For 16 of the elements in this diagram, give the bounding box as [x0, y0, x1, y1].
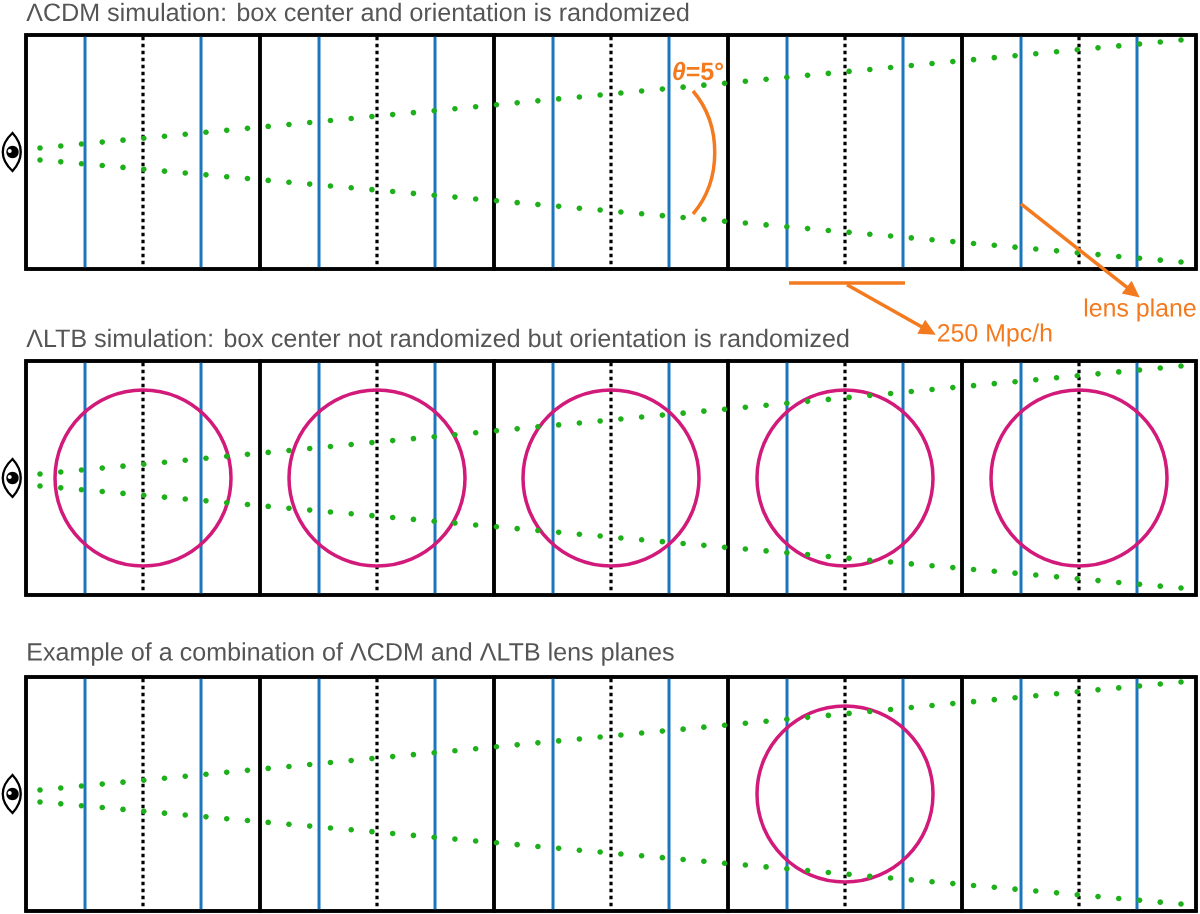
panel-heading: ΛCDM simulation: box center and orientation is randomized — [26, 2, 689, 22]
circle — [755, 704, 935, 884]
circle — [989, 388, 1169, 568]
simulation-box — [960, 359, 1198, 597]
panel-heading: ΛLTB simulation: box center not randomized but orientation is randomized — [26, 328, 849, 348]
dimension-bar — [789, 281, 905, 285]
circle — [521, 388, 701, 568]
circle — [755, 388, 935, 568]
panel-heading: Example of a combination of ΛCDM and ΛLTB lens planes — [28, 642, 674, 666]
circle — [287, 388, 467, 568]
annotation-text: lens plane — [1084, 298, 1196, 322]
circle — [53, 388, 233, 568]
simulation-box — [960, 33, 1198, 271]
simulation-box — [960, 675, 1198, 913]
angle-label: θ=5° — [673, 61, 724, 81]
annotation-text: 250 Mpc/h — [937, 323, 1052, 347]
